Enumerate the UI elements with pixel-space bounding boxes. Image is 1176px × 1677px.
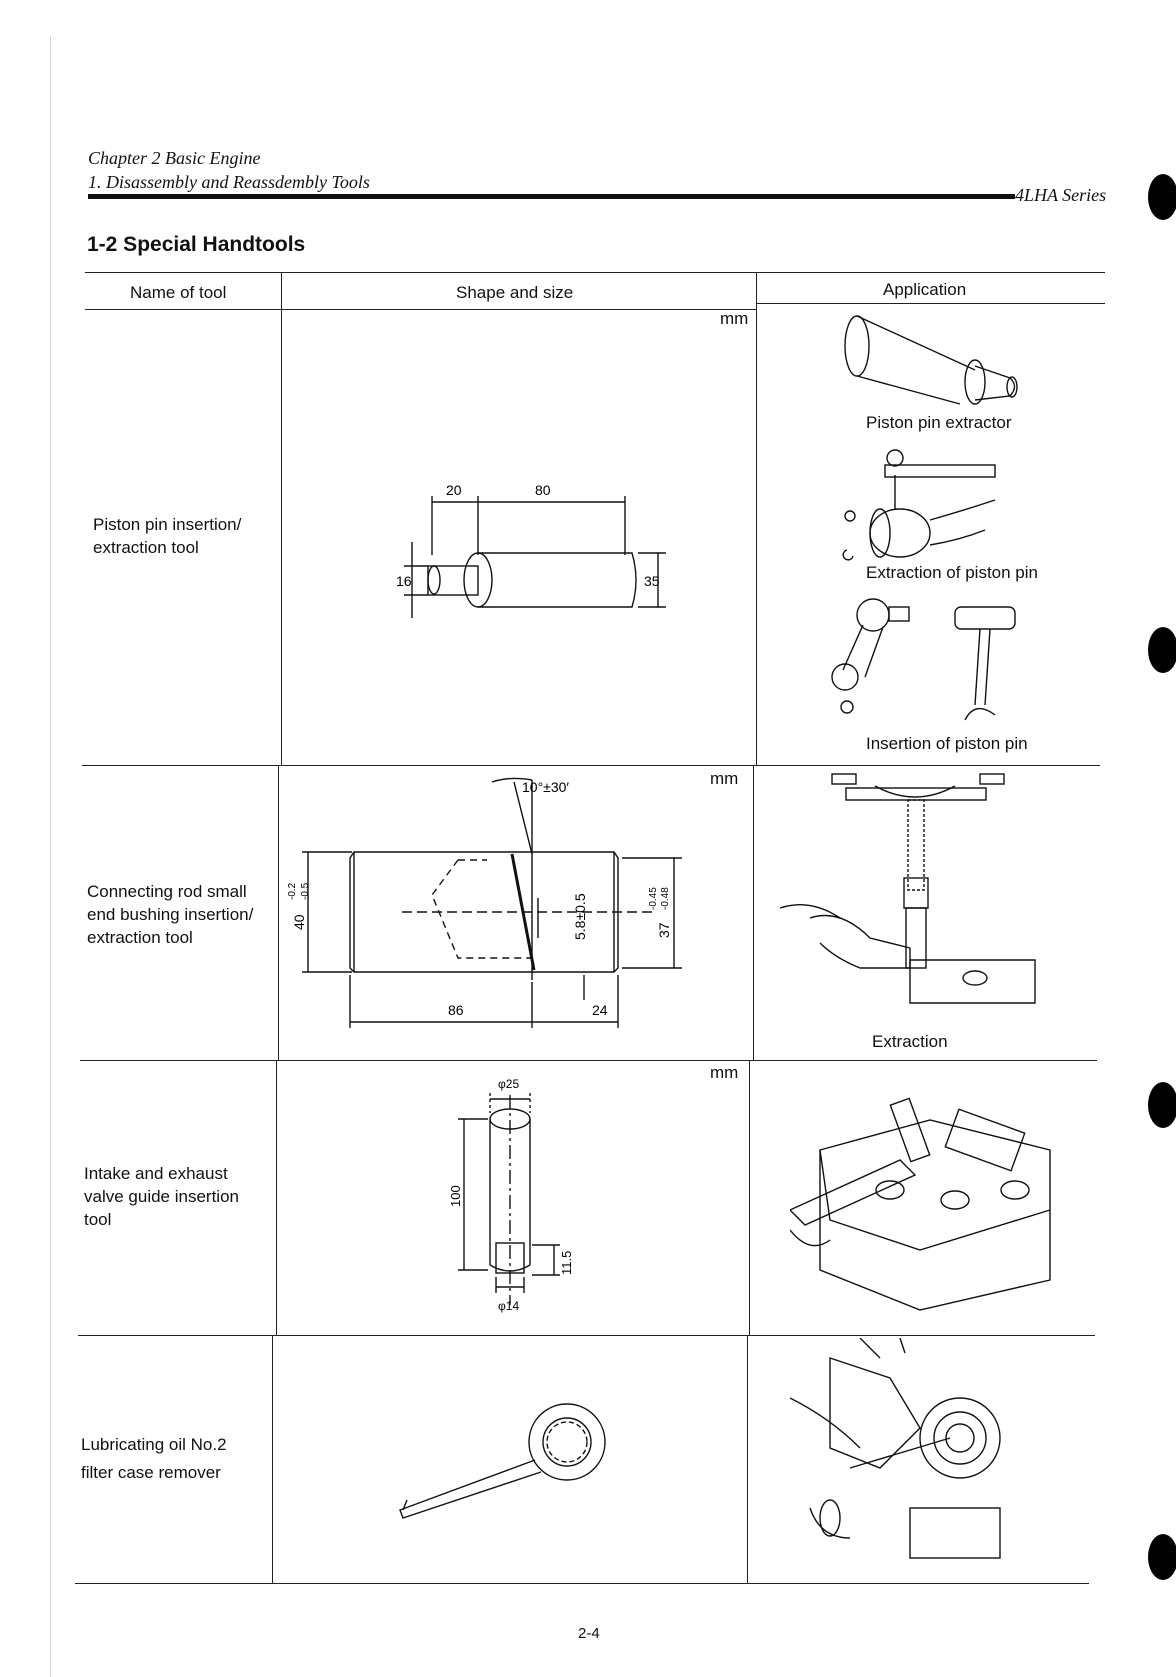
row-divider — [78, 1335, 1095, 1336]
series-label: 4LHA Series — [1015, 185, 1107, 205]
dimension-label: -0.48 — [660, 887, 671, 910]
dimension-label: -0.2 — [287, 882, 298, 900]
column-divider — [749, 1060, 750, 1335]
dimension-label: 40 — [291, 914, 307, 930]
application-caption: Insertion of piston pin — [866, 734, 1028, 753]
extraction-illustration — [842, 449, 996, 561]
application-caption: Extraction of piston pin — [866, 563, 1038, 582]
table-bottom-rule — [75, 1583, 1089, 1584]
column-divider — [278, 765, 279, 1060]
dimension-label: -0.45 — [648, 887, 659, 910]
insertion-illustration — [831, 598, 1016, 721]
dimension-label: 80 — [535, 482, 551, 498]
chapter-title: Chapter 2 Basic Engine — [88, 148, 261, 168]
column-divider — [756, 272, 757, 765]
dimension-label: 11.5 — [559, 1251, 574, 1275]
unit-label: mm — [720, 309, 749, 328]
column-divider — [747, 1335, 748, 1583]
valve-guide-tool-drawing: φ25 100 11.5 φ14 — [448, 1077, 574, 1313]
bushing-tool-drawing: 10°±30′ 40 -0.2 -0.5 5.8±0.5 37 -0.45 -0… — [287, 777, 682, 1028]
dimension-label: φ14 — [498, 1299, 519, 1313]
dimension-label: φ25 — [498, 1077, 519, 1091]
filter-case-remover-drawing — [399, 1403, 606, 1519]
row-divider — [82, 765, 1100, 766]
column-divider — [276, 1060, 277, 1335]
piston-pin-extractor-illustration — [844, 315, 1018, 405]
column-divider — [281, 272, 282, 765]
application-caption: Extraction — [872, 1032, 948, 1051]
dimension-label: 16 — [396, 573, 412, 589]
dimension-label: 35 — [644, 573, 660, 589]
chapter-subtitle: 1. Disassembly and Reassdembly Tools — [88, 172, 370, 192]
column-header-name: Name of tool — [130, 283, 227, 302]
dimension-label: 100 — [448, 1185, 463, 1207]
column-divider — [753, 765, 754, 1060]
column-divider — [272, 1335, 273, 1583]
application-caption: Piston pin extractor — [866, 413, 1012, 432]
dimension-label: 86 — [448, 1002, 464, 1018]
dimension-label: 20 — [446, 482, 462, 498]
dimension-label: 5.8±0.5 — [572, 893, 588, 940]
column-header-application: Application — [883, 280, 967, 299]
valve-guide-application-illustration — [790, 1097, 1051, 1311]
column-header-shape: Shape and size — [456, 283, 574, 302]
dimension-label: -0.5 — [300, 882, 311, 900]
binder-hole — [1148, 627, 1176, 673]
dimension-label: 37 — [656, 922, 672, 938]
dimension-label: 24 — [592, 1002, 608, 1018]
unit-label: mm — [710, 769, 739, 788]
header-bottom-rule — [85, 309, 757, 310]
piston-pin-tool-drawing: 20 80 16 35 — [396, 482, 666, 618]
unit-label: mm — [710, 1063, 739, 1082]
filter-case-removal-illustration — [790, 1338, 1001, 1559]
section-title: 1-2 Special Handtools — [87, 233, 306, 256]
tool-name: Piston pin insertion/extraction tool — [93, 515, 242, 557]
page-margin-line — [50, 36, 51, 1677]
dimension-label: 10°±30′ — [522, 779, 569, 795]
table-top-rule — [85, 272, 1105, 273]
row-divider — [80, 1060, 1097, 1061]
page-number: 2-4 — [578, 1625, 600, 1642]
header-bottom-rule — [757, 303, 1105, 304]
bushing-extraction-illustration — [780, 773, 1036, 1004]
header-rule — [88, 194, 1015, 199]
binder-hole — [1148, 1534, 1176, 1580]
binder-hole — [1148, 174, 1176, 220]
binder-hole — [1148, 1082, 1176, 1128]
